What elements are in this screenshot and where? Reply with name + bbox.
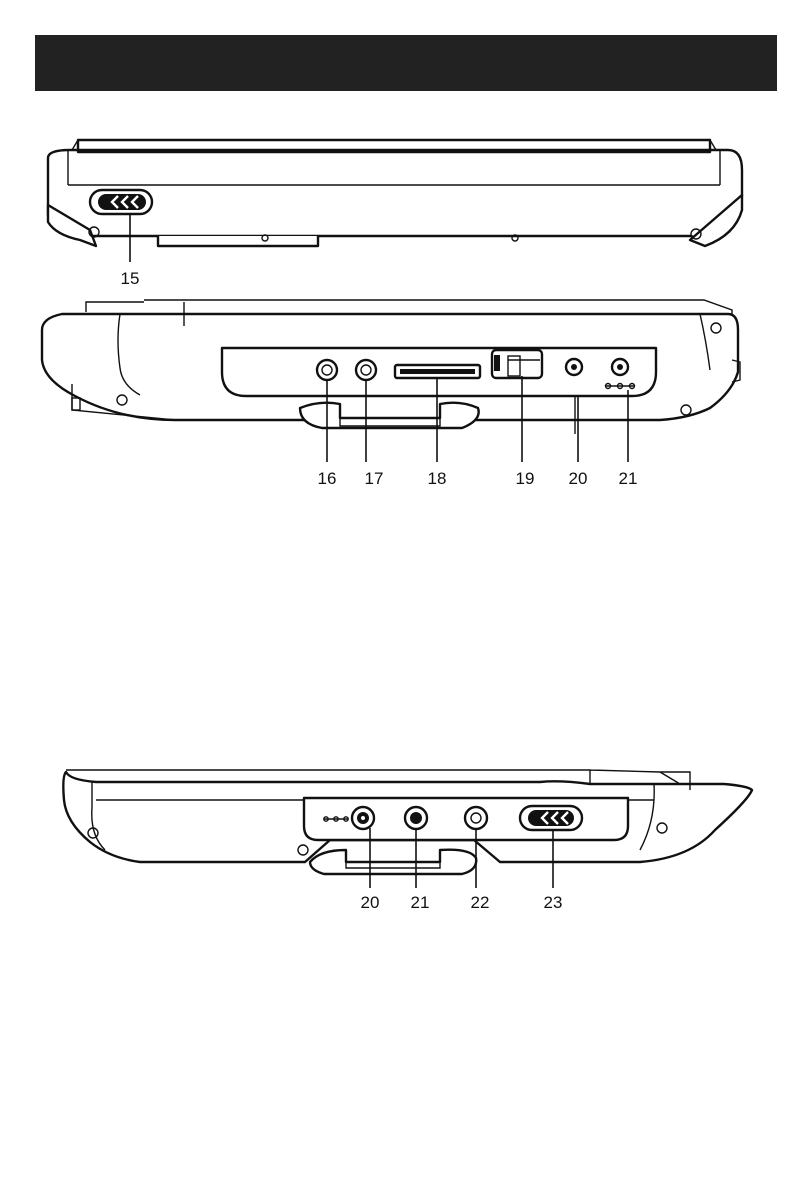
callout-21-side: 21 bbox=[411, 893, 430, 912]
callout-20-side: 20 bbox=[361, 893, 380, 912]
wheel-switch-side-icon[interactable] bbox=[520, 806, 582, 830]
polarity-symbol-side-icon bbox=[324, 817, 348, 821]
callout-21: 21 bbox=[619, 469, 638, 488]
callout-18: 18 bbox=[428, 469, 447, 488]
callout-15: 15 bbox=[121, 269, 140, 288]
callout-20: 20 bbox=[569, 469, 588, 488]
callout-19: 19 bbox=[516, 469, 535, 488]
wheel-switch-icon[interactable] bbox=[90, 190, 152, 214]
front-view-device bbox=[42, 300, 740, 434]
top-view-device bbox=[48, 140, 742, 246]
callout-23: 23 bbox=[544, 893, 563, 912]
callout-22: 22 bbox=[471, 893, 490, 912]
callout-16: 16 bbox=[318, 469, 337, 488]
side-view-device bbox=[63, 770, 752, 874]
callout-17: 17 bbox=[365, 469, 384, 488]
